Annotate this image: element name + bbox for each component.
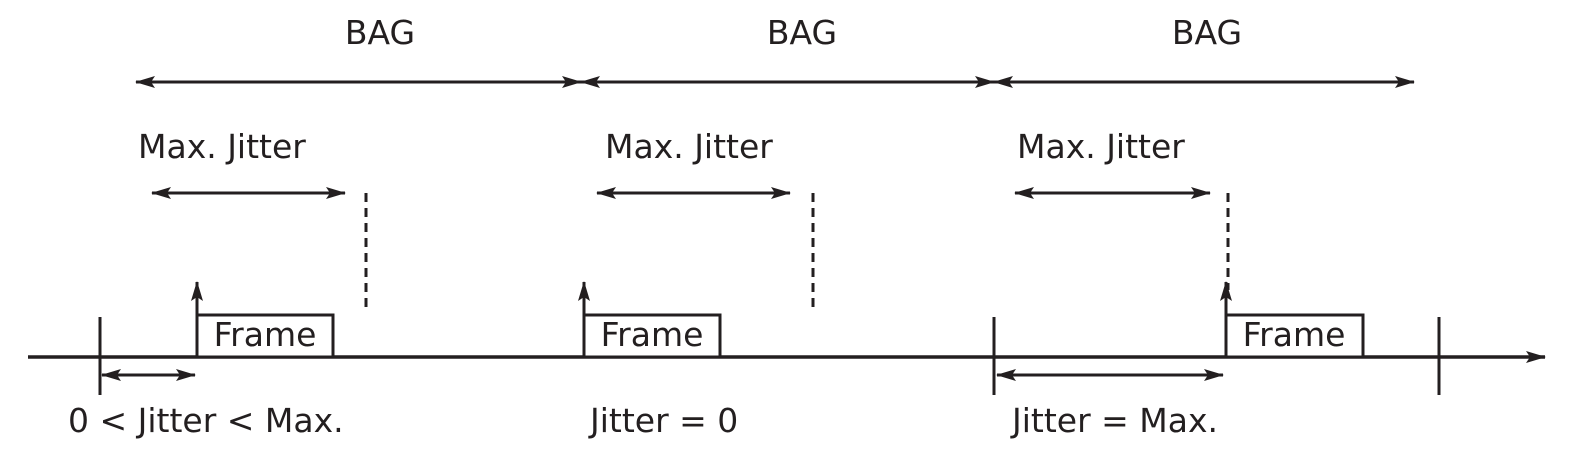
case-label-1: 0 < Jitter < Max. (68, 401, 344, 440)
frame-box-1: Frame (195, 313, 335, 359)
frame-box-2: Frame (582, 313, 722, 359)
max-jitter-label-2: Max. Jitter (605, 127, 773, 166)
frame-label-1: Frame (214, 315, 317, 354)
frame-label-2: Frame (601, 315, 704, 354)
bag-label-2: BAG (767, 13, 837, 52)
bag-label-3: BAG (1172, 13, 1242, 52)
frame-box-3: Frame (1224, 313, 1365, 359)
case-label-2: Jitter = 0 (588, 401, 738, 440)
max-jitter-label-1: Max. Jitter (138, 127, 306, 166)
case-label-3: Jitter = Max. (1010, 401, 1218, 440)
bag-label-1: BAG (345, 13, 415, 52)
max-jitter-label-3: Max. Jitter (1017, 127, 1185, 166)
frame-label-3: Frame (1243, 315, 1346, 354)
